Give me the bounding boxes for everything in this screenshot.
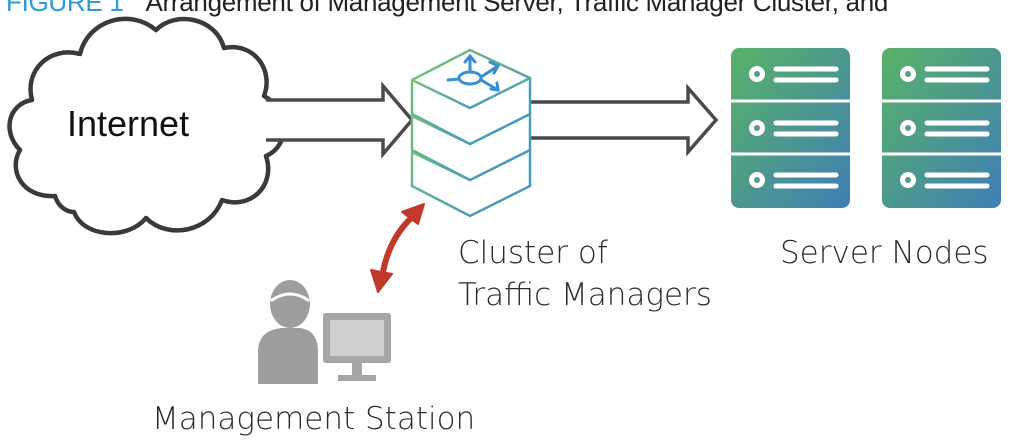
routing-symbol-icon [446, 53, 501, 92]
cluster-label-line1: Cluster of [458, 235, 608, 271]
cluster-label: Cluster of Traffic Managers [458, 232, 712, 316]
arrow-internet-to-cluster [266, 81, 415, 159]
bidirectional-management-arrow [370, 203, 425, 293]
cluster-label-line2: Traffic Managers [458, 277, 712, 313]
user-workstation-icon [258, 280, 391, 384]
cloud-icon [7, 16, 286, 236]
figure-caption: FIGURE 1 Arrangement of Management Server… [6, 0, 888, 18]
arrow-cluster-to-servers [522, 83, 719, 157]
server-nodes-label: Server Nodes [780, 235, 989, 271]
figure-caption-text: Arrangement of Management Server, Traffi… [145, 0, 889, 17]
traffic-manager-stack-icon [410, 48, 532, 218]
person-icon [258, 280, 318, 384]
management-station-label: Management Station [152, 401, 476, 437]
server-rack-icon [731, 48, 1001, 208]
figure-label: FIGURE 1 [6, 0, 124, 17]
monitor-icon [323, 313, 391, 381]
internet-label: Internet [67, 103, 190, 144]
